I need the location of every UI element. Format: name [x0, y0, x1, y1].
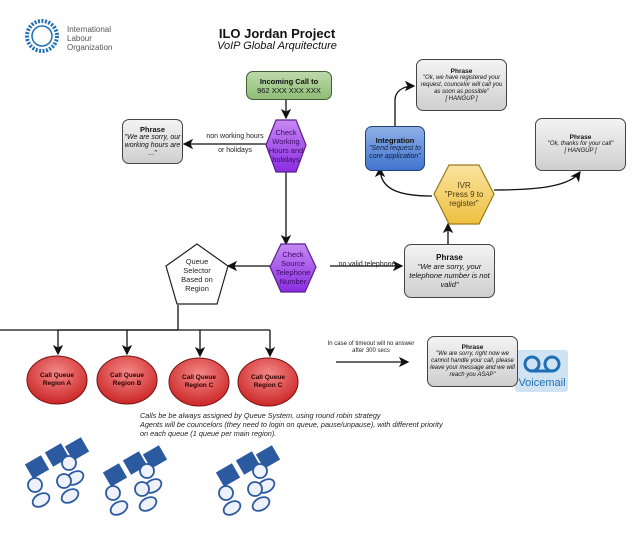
phrase-hours-body: "We are sorry, our working hours are ...… — [124, 134, 181, 157]
person-body-icon — [251, 496, 271, 512]
phrase-thanks-node: Phrase "Ok, thanks for your call" [ HANG… — [535, 118, 626, 171]
phrase-voicemail-title: Phrase — [461, 344, 484, 351]
check-hours-label: Check Working Hours and holidays — [268, 128, 304, 164]
org-line-3: Organization — [67, 43, 113, 52]
edge-ivr-to-integration — [374, 166, 433, 197]
person-body-icon — [109, 500, 129, 516]
phrase-invalid-title: Phrase — [436, 253, 463, 262]
check-hours-hexagon — [265, 119, 307, 173]
phrase-voicemail-body: "We are sorry, right now we cannot handl… — [430, 351, 515, 378]
note-line-2: Agents will be councelors (they need to … — [140, 420, 443, 429]
notes: Calls be be always assigned by Queue Sys… — [140, 411, 460, 438]
person-head-icon — [252, 463, 268, 479]
person-head-icon — [56, 473, 72, 489]
phrase-registered-body: "Ok, we have registered your request, co… — [420, 74, 503, 95]
person-head-icon — [27, 477, 43, 493]
person-head-icon — [61, 455, 77, 471]
check-source-hexagon — [269, 243, 317, 293]
ilo-logo-icon — [25, 19, 59, 53]
person-body-icon — [222, 500, 242, 516]
queue-tree — [0, 305, 270, 331]
queue-ellipse-a — [26, 355, 88, 405]
monitor-icon — [22, 453, 52, 481]
monitor-icon — [100, 461, 130, 489]
voicemail-label: Voicemail — [518, 377, 566, 389]
integration-node: Integration "Send request to core applic… — [365, 126, 425, 171]
person-head-icon — [134, 481, 150, 497]
edge-integration-to-registered — [394, 80, 416, 126]
phrase-hours-node: Phrase "We are sorry, our working hours … — [122, 119, 183, 164]
edge-label-holidays: or holidays — [218, 147, 252, 154]
note-line-3: on each queue (1 queue per main region). — [140, 429, 277, 438]
queue-selector-pentagon — [165, 243, 229, 305]
ivr-hexagon — [433, 164, 495, 225]
phrase-invalid-node: Phrase "We are sorry, your telephone num… — [404, 244, 495, 298]
phrase-registered-title: Phrase — [450, 67, 473, 75]
phrase-thanks-title: Phrase — [569, 134, 592, 141]
phrase-thanks-action: [ HANGUP ] — [564, 148, 597, 154]
phrase-registered-node: Phrase "Ok, we have registered your requ… — [416, 59, 507, 111]
edge-ivr-to-thanks — [493, 170, 581, 191]
person-body-icon — [31, 492, 51, 508]
edge-label-non-working: non working hours — [206, 133, 264, 140]
phrase-voicemail-node: Phrase "We are sorry, right now we canno… — [427, 336, 518, 387]
person-head-icon — [247, 481, 263, 497]
phrase-hours-title: Phrase — [139, 125, 166, 134]
person-body-icon — [138, 496, 158, 512]
incoming-number: 962 XXX XXX XXX — [257, 85, 321, 95]
edge-label-timeout: In case of timeout will no answer after … — [327, 341, 415, 354]
phrase-registered-action: [ HANGUP ] — [445, 95, 478, 102]
integration-body: "Send request to core application" — [369, 145, 421, 160]
org-line-1: International — [67, 25, 112, 34]
person-head-icon — [218, 485, 234, 501]
queue-ellipse-c2 — [237, 357, 299, 407]
queue-ellipse-b — [96, 355, 158, 405]
check-source-label: Check Source Telephone Number — [275, 250, 311, 286]
phrase-invalid-body: "We are sorry, your telephone number is … — [409, 262, 490, 289]
page-title: ILO Jordan Project — [218, 26, 336, 41]
incoming-call-node: Incoming Call to 962 XXX XXX XXX — [246, 71, 332, 100]
incoming-title: Incoming Call to — [259, 76, 319, 86]
queue-selector-label: Queue Selector Based on Region — [181, 257, 213, 293]
monitor-icon — [213, 461, 243, 489]
agent-groups — [22, 435, 283, 516]
note-line-1: Calls be be always assigned by Queue Sys… — [140, 411, 381, 420]
queue-ellipse-c1 — [168, 357, 230, 407]
person-head-icon — [105, 485, 121, 501]
org-line-2: Labour — [67, 34, 92, 43]
org-name: International Labour Organization — [67, 25, 112, 52]
edge-label-no-valid: no valid telephone — [338, 261, 396, 268]
phrase-thanks-body: "Ok, thanks for your call" — [547, 141, 614, 147]
person-body-icon — [60, 488, 80, 504]
integration-title: Integration — [375, 136, 415, 145]
page-subtitle: VoIP Global Arquitecture — [217, 40, 337, 52]
ivr-label: IVR "Press 9 to register" — [444, 180, 484, 208]
person-head-icon — [139, 463, 155, 479]
voicemail-icon — [515, 350, 568, 392]
